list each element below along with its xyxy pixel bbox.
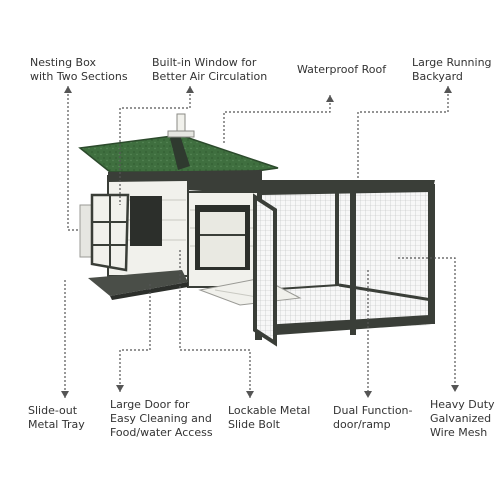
leader-arrowheads: [61, 86, 459, 398]
label-door-ramp: Dual Function- door/ramp: [333, 404, 413, 431]
label-built-in-window: Built-in Window for Better Air Circulati…: [152, 56, 268, 83]
label-large-door: Large Door for Easy Cleaning and Food/wa…: [110, 398, 213, 439]
slide-out-metal-tray: [88, 270, 188, 300]
nesting-box: [79, 193, 130, 272]
label-running-backyard: Large Running Backyard: [412, 56, 492, 83]
leader-lines: [64, 86, 456, 398]
label-wire-mesh: Heavy Duty Galvanized Wire Mesh: [430, 398, 495, 439]
label-slide-out-tray: Slide-out Metal Tray: [28, 404, 85, 431]
waterproof-roof: [78, 113, 279, 182]
label-waterproof-roof: Waterproof Roof: [297, 63, 387, 76]
running-backyard: [185, 180, 435, 340]
large-door: [253, 193, 277, 347]
label-slide-bolt: Lockable Metal Slide Bolt: [228, 404, 311, 431]
label-nesting-box: Nesting Box with Two Sections: [30, 56, 128, 83]
coop-house: [107, 175, 259, 288]
